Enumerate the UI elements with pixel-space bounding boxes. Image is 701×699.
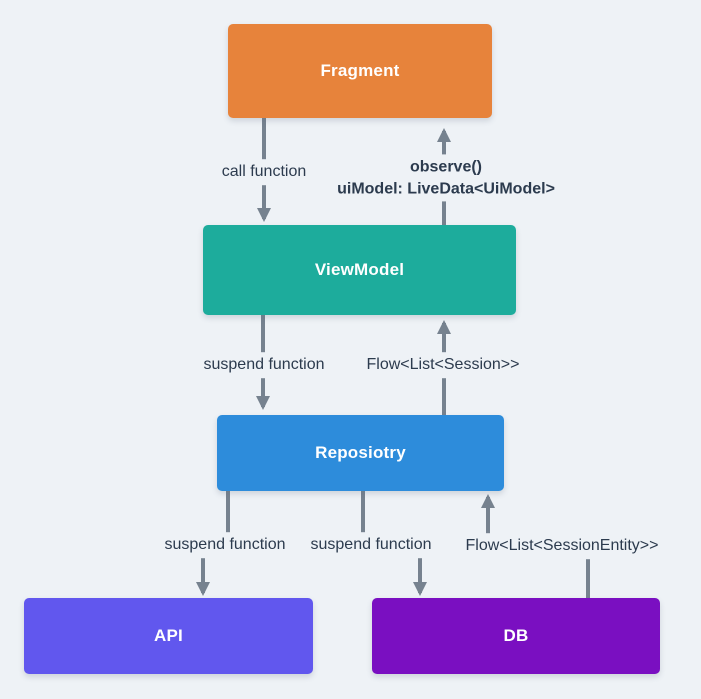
node-repository-label: Reposiotry: [315, 443, 406, 462]
node-db: DB: [372, 598, 660, 674]
edge-label-suspend-vm-repo: suspend function: [198, 352, 330, 378]
edge-label-flow-session-entity: Flow<List<SessionEntity>>: [460, 533, 664, 559]
node-api-label: API: [154, 626, 183, 645]
edge-label-suspend-repo-db: suspend function: [305, 532, 437, 558]
node-fragment-label: Fragment: [320, 61, 400, 80]
edge-label-flow-session: Flow<List<Session>>: [361, 352, 525, 378]
node-repository: Reposiotry: [217, 415, 504, 491]
node-api: API: [24, 598, 313, 674]
edge-label-call-function: call function: [216, 159, 312, 185]
edge-label-suspend-repo-api: suspend function: [159, 532, 291, 558]
node-viewmodel: ViewModel: [203, 225, 516, 315]
node-fragment: Fragment: [228, 24, 492, 118]
node-viewmodel-label: ViewModel: [314, 260, 405, 279]
edge-label-observe-line2: uiModel: LiveData<UiModel>: [337, 180, 555, 197]
node-db-label: DB: [503, 626, 529, 645]
edge-label-observe-line1: observe(): [409, 158, 483, 176]
edge-label-observe: observe() uiModel: LiveData<UiModel>: [332, 154, 560, 202]
